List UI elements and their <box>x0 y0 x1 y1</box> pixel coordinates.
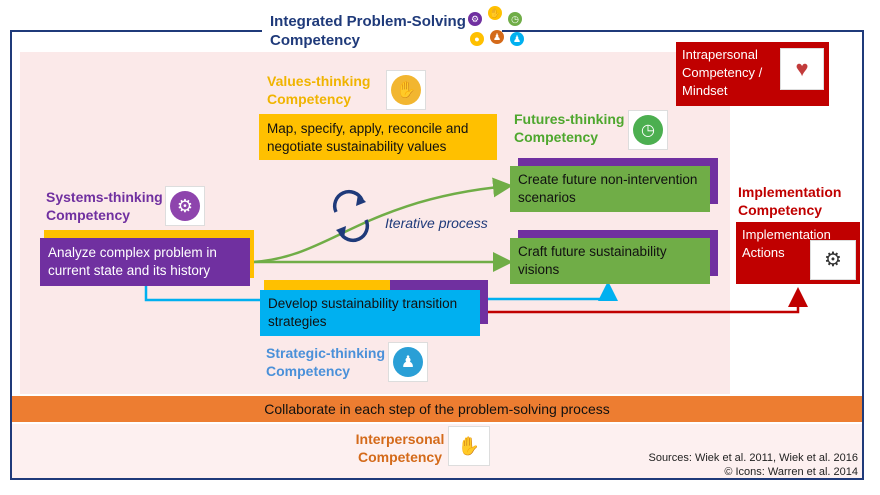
chess-pawn-icon: ♟ <box>510 32 524 46</box>
intrapersonal-label: Intrapersonal Competency / Mindset <box>682 47 763 98</box>
sources-text: Sources: Wiek et al. 2011, Wiek et al. 2… <box>648 452 858 464</box>
implementation-box: Implementation Actions ⚙ <box>736 222 860 284</box>
title-backdrop <box>262 4 502 46</box>
collaborate-bar: Collaborate in each step of the problem-… <box>12 396 862 422</box>
lightbulb-gears-icon: ⚙ <box>824 249 842 271</box>
clock-icon: ◷ <box>633 115 663 145</box>
arrow-to-implementation <box>480 287 808 314</box>
interpersonal-label: Interpersonal Competency <box>355 431 445 465</box>
chess-pawn-icon: ♟ <box>393 347 423 377</box>
values-box: Map, specify, apply, reconcile and negot… <box>259 114 497 160</box>
interpersonal-icon-frame: ✋ <box>448 426 490 466</box>
intrapersonal-icon-frame: ♥ <box>780 48 824 90</box>
scenarios-box: Create future non-intervention scenarios <box>510 166 710 212</box>
futures-thinking-label: Futures-thinking Competency <box>514 111 625 145</box>
visions-box: Craft future sustainability visions <box>510 238 710 284</box>
implementation-label: Implementation Competency <box>738 184 842 218</box>
hands-together-icon: ✋ <box>457 436 481 456</box>
bottom-panel <box>12 424 862 478</box>
iterative-cycle-icon <box>332 189 370 243</box>
strategic-thinking-label: Strategic-thinking Competency <box>266 345 386 379</box>
arrow-systems-to-strategy <box>144 286 262 302</box>
hand-icon: ✋ <box>391 75 421 105</box>
scenarios-box-text: Create future non-intervention scenarios <box>518 172 698 205</box>
page-title: Integrated Problem-Solving Competency <box>270 13 466 49</box>
iterative-process-label: Iterative process <box>385 215 488 231</box>
clock-icon: ◷ <box>508 12 522 26</box>
implementation-icon-frame: ⚙ <box>810 240 856 280</box>
people-icon: ● <box>470 32 484 46</box>
strategic-icon-frame: ♟ <box>388 342 428 382</box>
values-box-text: Map, specify, apply, reconcile and negot… <box>267 121 469 154</box>
gear-icon: ⚙ <box>170 191 200 221</box>
systems-thinking-label: Systems-thinking Competency <box>46 189 163 223</box>
gear-icon: ⚙ <box>468 12 482 26</box>
background-panel <box>20 52 730 394</box>
strategy-box-text: Develop sustainability transition strate… <box>268 296 458 329</box>
hand-icon: ✋ <box>488 6 502 20</box>
systems-icon-frame: ⚙ <box>165 186 205 226</box>
competency-cluster-icon: ⚙ ✋ ◷ ● ♟ ♟ <box>468 6 530 50</box>
implementation-box-text: Implementation Actions <box>742 227 831 260</box>
person-icon: ♟ <box>490 30 504 44</box>
values-thinking-label: Values-thinking Competency <box>267 73 371 107</box>
futures-icon-frame: ◷ <box>628 110 668 150</box>
intrapersonal-box: Intrapersonal Competency / Mindset ♥ <box>676 42 829 106</box>
strategy-bar-yellow <box>264 280 390 290</box>
icons-credit-text: © Icons: Warren et al. 2014 <box>724 466 858 478</box>
strategy-box: Develop sustainability transition strate… <box>260 290 480 336</box>
visions-box-text: Craft future sustainability visions <box>518 244 667 277</box>
collaborate-text: Collaborate in each step of the problem-… <box>264 401 610 417</box>
heart-brain-icon: ♥ <box>795 56 809 81</box>
values-icon-frame: ✋ <box>386 70 426 110</box>
systems-box: Analyze complex problem in current state… <box>40 238 250 286</box>
arrow-to-scenarios <box>251 177 513 264</box>
arrow-strategy-to-visions <box>480 281 618 301</box>
systems-box-text: Analyze complex problem in current state… <box>48 245 217 278</box>
